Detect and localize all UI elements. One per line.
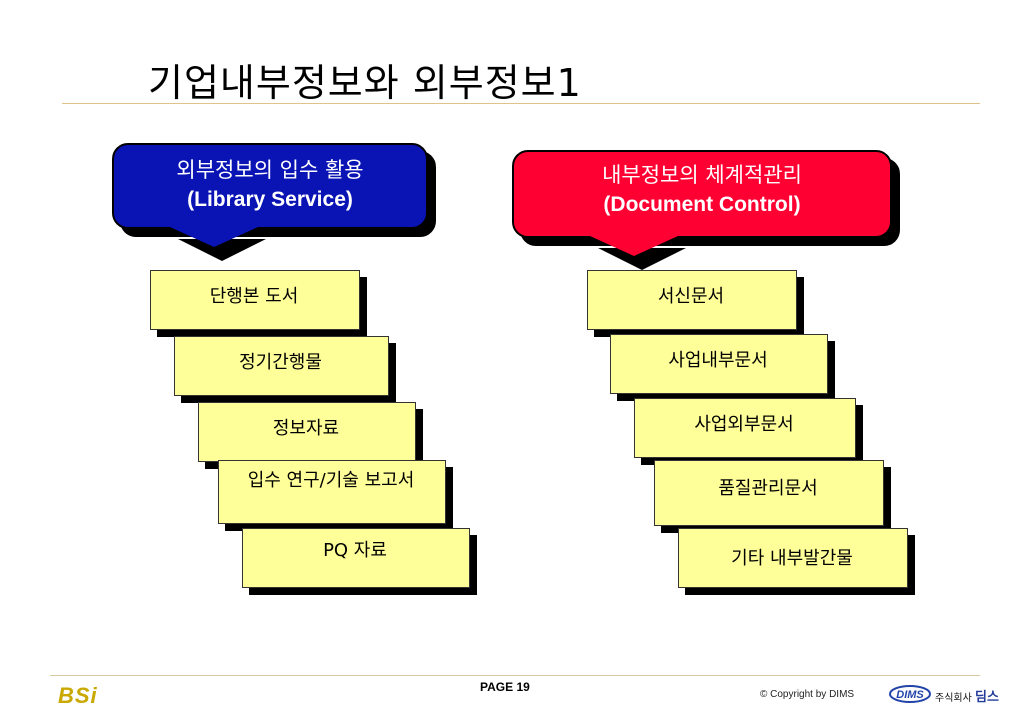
dims-logo: DIMS bbox=[889, 685, 931, 703]
item-label: 서신문서 bbox=[657, 286, 725, 307]
item-label: 사업외부문서 bbox=[694, 414, 794, 435]
item-box: 사업외부문서 bbox=[634, 398, 863, 465]
callout-title: 내부정보의 체계적관리 bbox=[602, 163, 802, 187]
document-control-callout: 내부정보의 체계적관리 (Document Control) bbox=[512, 150, 902, 270]
item-label: 입수 연구/기술 보고서 bbox=[247, 470, 415, 491]
item-label: 단행본 도서 bbox=[209, 286, 299, 307]
item-label: 사업내부문서 bbox=[668, 350, 768, 371]
callout-title: 외부정보의 입수 활용 bbox=[176, 158, 364, 182]
company-name-text: 딤스 bbox=[975, 690, 999, 705]
footer-divider bbox=[50, 675, 980, 676]
item-box: 단행본 도서 bbox=[150, 270, 367, 337]
company-name: 주식회사 딤스 bbox=[935, 686, 999, 705]
item-label: 정보자료 bbox=[272, 418, 340, 439]
callout-subtitle: (Library Service) bbox=[187, 188, 353, 211]
item-label: 기타 내부발간물 bbox=[731, 548, 853, 569]
item-label: 정기간행물 bbox=[239, 352, 322, 373]
title-divider bbox=[62, 103, 980, 104]
callout-subtitle: (Document Control) bbox=[603, 193, 801, 216]
item-box: 정보자료 bbox=[198, 402, 423, 469]
page-title: 기업내부정보와 외부정보1 bbox=[148, 61, 582, 105]
item-box: 품질관리문서 bbox=[654, 460, 891, 533]
page-number: PAGE 19 bbox=[480, 680, 530, 694]
item-box: 정기간행물 bbox=[174, 336, 396, 403]
item-box: 사업내부문서 bbox=[610, 334, 835, 401]
company-prefix: 주식회사 bbox=[935, 693, 972, 704]
item-label: 품질관리문서 bbox=[718, 478, 818, 499]
library-service-callout: 외부정보의 입수 활용 (Library Service) bbox=[112, 143, 442, 263]
item-label: PQ 자료 bbox=[323, 540, 387, 561]
copyright-text: © Copyright by DIMS bbox=[760, 689, 855, 700]
bsi-logo: BSi bbox=[58, 683, 98, 708]
item-box: PQ 자료 bbox=[242, 528, 477, 595]
item-box: 기타 내부발간물 bbox=[678, 528, 915, 595]
dims-logo-text: DIMS bbox=[896, 689, 924, 701]
item-box: 서신문서 bbox=[587, 270, 804, 337]
item-box: 입수 연구/기술 보고서 bbox=[218, 460, 453, 531]
